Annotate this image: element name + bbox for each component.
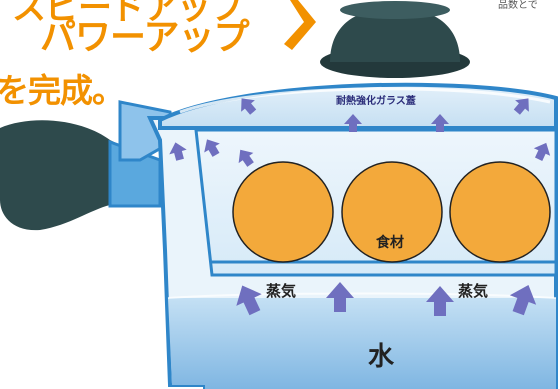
food-item <box>449 161 551 263</box>
lid-label: 耐熱強化ガラス蓋 <box>336 96 416 107</box>
food-label: 食材 <box>376 235 404 251</box>
corner-note: 品数とで <box>498 0 538 11</box>
water-label: 水 <box>368 342 395 372</box>
headline-line-2: パワーアップ <box>40 17 250 58</box>
food-item <box>341 161 443 263</box>
headline-line-3: を完成。 <box>0 71 125 110</box>
steam-label-left: 蒸気 <box>266 282 297 300</box>
steam-label-right: 蒸気 <box>458 282 489 300</box>
headline-line-1: スピードアップ <box>12 0 244 28</box>
orange-chevron-icon <box>284 0 316 50</box>
water <box>168 298 556 389</box>
food-item <box>232 161 334 263</box>
lid-knob <box>330 8 460 62</box>
